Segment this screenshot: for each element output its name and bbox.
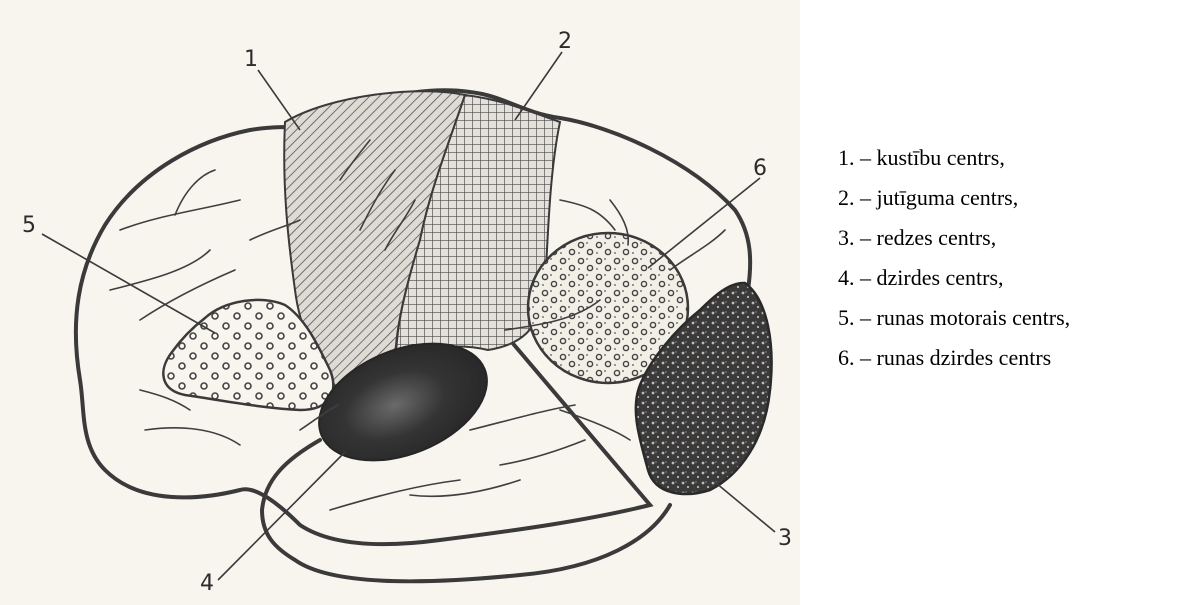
legend: 1. – kustību centrs, 2. – jutīguma centr… xyxy=(838,138,1070,378)
legend-item-6: 6. – runas dzirdes centrs xyxy=(838,338,1070,378)
region-label-4: 4 xyxy=(200,571,214,596)
temporal-lobe-outline xyxy=(262,440,670,581)
region-label-1: 1 xyxy=(244,47,258,72)
region-label-3: 3 xyxy=(778,526,792,551)
legend-item-4: 4. – dzirdes centrs, xyxy=(838,258,1070,298)
brain-figure-panel: 1 2 3 4 5 6 xyxy=(0,0,800,605)
legend-item-1: 1. – kustību centrs, xyxy=(838,138,1070,178)
brain-diagram: 1 2 3 4 5 6 xyxy=(0,0,800,605)
legend-item-5: 5. – runas motorais centrs, xyxy=(838,298,1070,338)
legend-item-2: 2. – jutīguma centrs, xyxy=(838,178,1070,218)
legend-item-3: 3. – redzes centrs, xyxy=(838,218,1070,258)
region-label-2: 2 xyxy=(558,29,572,54)
region-label-5: 5 xyxy=(22,213,36,238)
region-label-6: 6 xyxy=(753,156,767,181)
